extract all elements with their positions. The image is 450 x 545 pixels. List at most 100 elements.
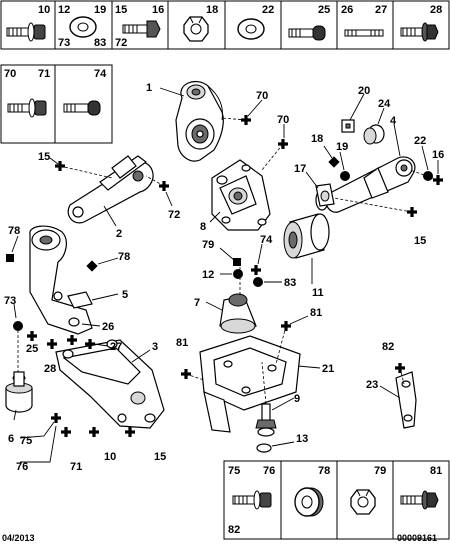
- washer-78-marker-right: [86, 260, 98, 272]
- callout-label: 82: [382, 341, 394, 353]
- bolt-71-marker: [61, 427, 71, 437]
- flat-washer-icon: [237, 18, 265, 40]
- engine-bracket: [211, 159, 271, 231]
- thick-washer-icon: [294, 487, 324, 517]
- cylindrical-bush: [283, 213, 330, 259]
- legend-cell: [336, 0, 394, 50]
- bolt-15-marker: [125, 427, 135, 437]
- footer-reference: 00009161: [397, 533, 438, 543]
- legend-label: 72: [115, 37, 127, 49]
- callout-label: 12: [202, 269, 214, 281]
- callout-label: 75: [20, 435, 32, 447]
- callout-label: 15: [414, 235, 426, 247]
- rear-arm: [315, 156, 416, 213]
- legend-cell: [0, 0, 56, 50]
- callout-label: 26: [102, 321, 114, 333]
- callout-label: 15: [38, 151, 50, 163]
- footer-date: 04/2013: [2, 533, 35, 543]
- washer-13: [256, 443, 272, 453]
- nut-79-marker: [233, 258, 241, 266]
- lower-reaction-rod: [67, 155, 154, 224]
- callout-label: 13: [296, 433, 308, 445]
- bolt-25-marker: [27, 331, 37, 341]
- parts-drawing: [5, 81, 443, 453]
- callout-label: 73: [4, 295, 16, 307]
- bolt-75-marker: [51, 413, 61, 423]
- callout-label: 18: [311, 133, 323, 145]
- bolt-10-marker: [89, 427, 99, 437]
- flat-washer-icon: [69, 16, 97, 38]
- legend-cell: [392, 0, 450, 50]
- callout-label: 83: [284, 277, 296, 289]
- legend-label: 76: [263, 465, 275, 477]
- callout-label: 17: [294, 163, 306, 175]
- washer-12-marker: [233, 269, 243, 279]
- callout-label: 71: [70, 461, 82, 473]
- callout-label: 11: [312, 287, 324, 299]
- legend-label: 12: [58, 4, 70, 16]
- left-mount-arm: [29, 225, 93, 335]
- washer-83-marker: [253, 277, 263, 287]
- legend-label: 25: [318, 4, 330, 16]
- callout-label: 23: [366, 379, 378, 391]
- callout-label: 20: [358, 85, 370, 97]
- callout-label: 3: [152, 341, 158, 353]
- bolt-74-marker: [251, 265, 261, 275]
- legend-label: 83: [94, 37, 106, 49]
- callout-label: 9: [294, 393, 300, 405]
- callout-label: 81: [310, 307, 322, 319]
- callout-label: 1: [146, 82, 152, 94]
- callout-label: 70: [277, 114, 289, 126]
- engine-mount-base: [5, 371, 33, 413]
- bolt-26-marker: [67, 335, 77, 345]
- callout-label: 8: [200, 221, 206, 233]
- legend-label: 15: [115, 4, 127, 16]
- callout-label: 10: [104, 451, 116, 463]
- washer-78-marker-left: [6, 254, 14, 262]
- left-legend: 70 71 74: [0, 64, 113, 144]
- stud-part: [255, 403, 277, 437]
- legend-label: 19: [94, 4, 106, 16]
- callout-label: 79: [202, 239, 214, 251]
- legend-label: 71: [38, 68, 50, 80]
- subframe-bracket: [55, 339, 165, 429]
- callout-label: 27: [110, 341, 122, 353]
- callout-label: 2: [116, 228, 122, 240]
- small-bracket: [315, 183, 335, 207]
- callout-label: 19: [336, 141, 348, 153]
- legend-label: 10: [38, 4, 50, 16]
- legend-cell: [280, 0, 338, 50]
- stud-icon: [344, 29, 384, 37]
- callout-label: 6: [8, 433, 14, 445]
- upper-torque-bracket: [175, 81, 224, 162]
- legend-label: 22: [262, 4, 274, 16]
- legend-label: 16: [152, 4, 164, 16]
- washer-19-marker: [340, 171, 350, 181]
- mounting-plate: [199, 335, 301, 433]
- callout-label: 78: [118, 251, 130, 263]
- callout-label: 72: [168, 209, 180, 221]
- callout-label: 21: [322, 363, 334, 375]
- callout-label: 15: [154, 451, 166, 463]
- legend-label: 70: [4, 68, 16, 80]
- hex-nut-icon: [183, 16, 209, 42]
- legend-label: 79: [374, 465, 386, 477]
- callout-label: 76: [16, 461, 28, 473]
- hex-nut-icon: [350, 489, 376, 515]
- legend-label: 75: [228, 465, 240, 477]
- washer-22-marker: [423, 171, 433, 181]
- callout-label: 7: [194, 297, 200, 309]
- bolt-28-marker: [47, 339, 57, 349]
- washer-73-marker: [13, 321, 23, 331]
- bush-block: [341, 119, 385, 145]
- callout-label: 25: [26, 343, 38, 355]
- hydraulic-mount: [219, 293, 257, 334]
- legend-label: 78: [318, 465, 330, 477]
- right-small-bracket: [395, 371, 417, 429]
- nut-18-marker: [328, 156, 340, 168]
- callout-label: 24: [378, 98, 391, 110]
- legend-label: 26: [341, 4, 353, 16]
- callout-label: 78: [8, 225, 20, 237]
- legend-label: 74: [94, 68, 107, 80]
